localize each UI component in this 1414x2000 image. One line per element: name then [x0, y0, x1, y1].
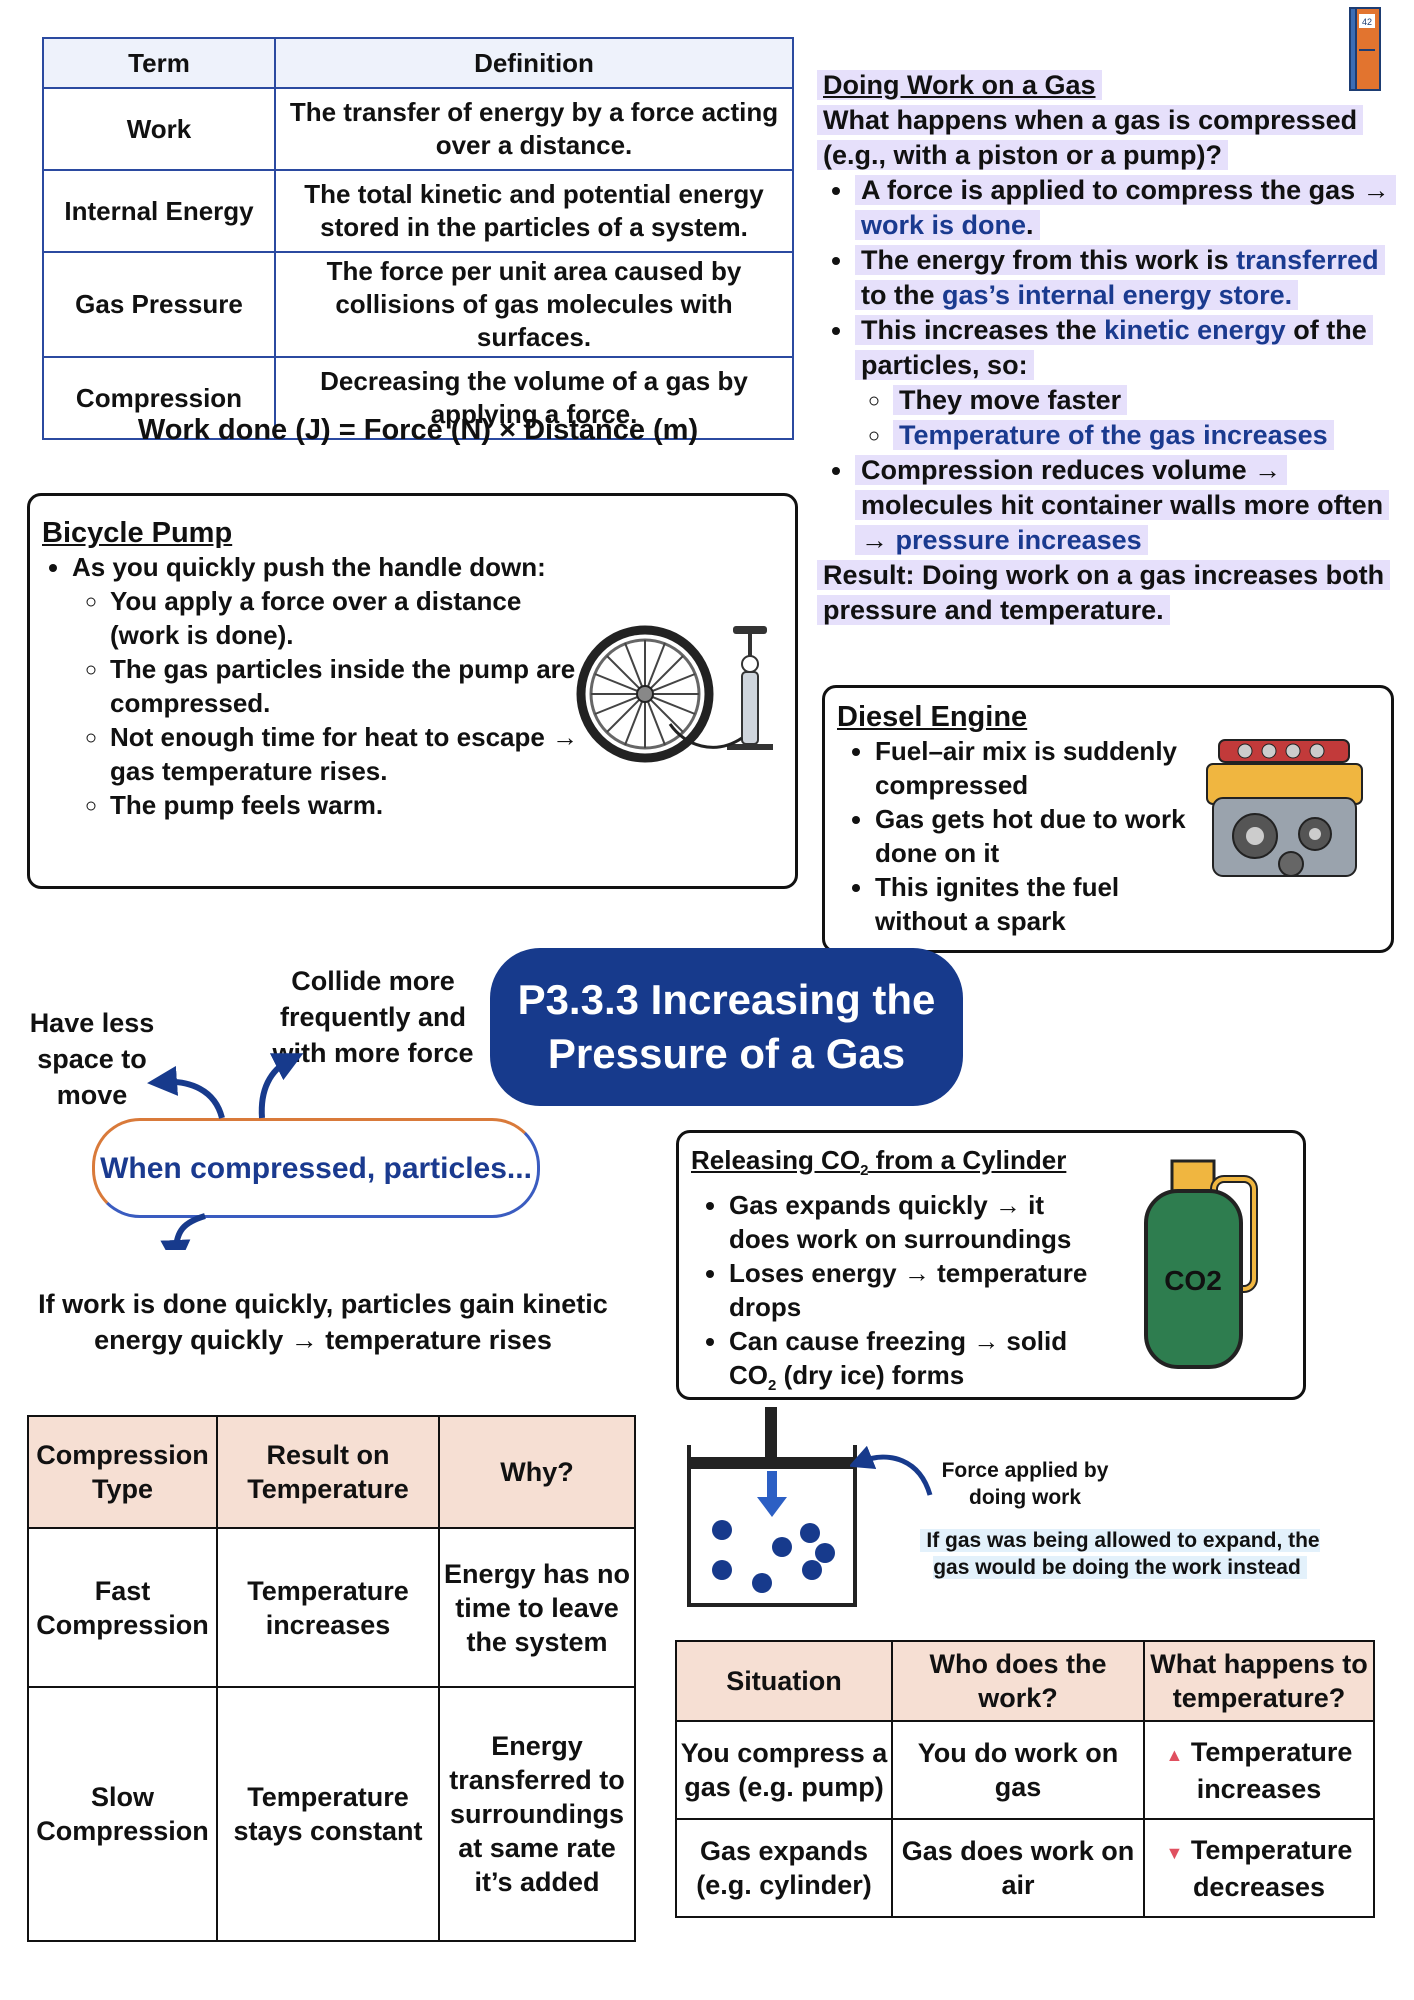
bullet-text: A force is applied to compress the gas → — [861, 175, 1390, 205]
doing-work-question: What happens when a gas is compressed (e… — [817, 105, 1364, 170]
compression-header: Compression Type — [27, 1415, 218, 1529]
book-icon: 42 — [1346, 6, 1386, 94]
table-cell: Gas does work on air — [891, 1818, 1145, 1918]
arrow-left-icon — [147, 1065, 225, 1119]
bullet-text: This increases the — [861, 315, 1097, 345]
definition-cell: The transfer of energy by a force acting… — [274, 87, 794, 171]
bicycle-pump-intro: As you quickly push the handle down: — [72, 552, 546, 582]
collide-note: Collide more frequently and with more fo… — [272, 966, 474, 1068]
table-cell: Temperature increases — [216, 1527, 440, 1688]
diesel-heading: Diesel Engine — [837, 701, 1028, 733]
work-formula: Work done (J) = Force (N) × Distance (m) — [137, 414, 699, 446]
table-cell: You compress a gas (e.g. pump) — [675, 1720, 893, 1820]
list-item: Loses energy → temperature drops — [729, 1256, 1101, 1324]
arrow-up-icon — [258, 1053, 304, 1119]
list-item: Can cause freezing → solid CO2 (dry ice)… — [729, 1324, 1101, 1403]
situation-header: Situation — [675, 1640, 893, 1722]
doing-work-section: Doing Work on a Gas What happens when a … — [817, 68, 1409, 628]
co2-heading: Releasing CO — [691, 1145, 861, 1175]
table-cell: Energy transferred to surroundings at sa… — [438, 1686, 636, 1942]
less-space-note: Have less space to move — [29, 1008, 155, 1110]
compression-header: Why? — [438, 1415, 636, 1529]
expand-note: If gas was being allowed to expand, the … — [905, 1527, 1335, 1581]
bullet-text: to the — [861, 280, 935, 310]
arrow-down-icon — [160, 1213, 206, 1250]
bullet-text: of the particles, so: — [861, 315, 1367, 380]
bullet-text: Compression reduces volume → molecules h… — [861, 455, 1384, 555]
compression-header: Result on Temperature — [216, 1415, 440, 1529]
table-cell: Temperature stays constant — [216, 1686, 440, 1942]
triangle-up-icon: ▲ — [1165, 1744, 1184, 1765]
book-number: 42 — [1362, 17, 1372, 27]
table-cell: Slow Compression — [27, 1686, 218, 1942]
force-arrow-icon — [850, 1445, 933, 1496]
table-row: Fast Compression Temperature increases E… — [27, 1527, 636, 1688]
table-cell: Energy has no time to leave the system — [438, 1527, 636, 1688]
list-item: Not enough time for heat to escape → gas… — [110, 720, 582, 788]
doing-work-heading: Doing Work on a Gas — [823, 70, 1096, 100]
situation-header: What happens to temperature? — [1143, 1640, 1375, 1722]
highlight-term: pressure increases — [895, 525, 1142, 555]
situation-table: Situation Who does the work? What happen… — [675, 1640, 1375, 1918]
term-cell: Internal Energy — [42, 169, 276, 253]
co2-cylinder-box: Releasing CO2 from a Cylinder Gas expand… — [676, 1130, 1306, 1400]
co2-heading-sub: 2 — [860, 1162, 869, 1180]
compression-table: Compression Type Result on Temperature W… — [27, 1415, 636, 1942]
term-cell: Work — [42, 87, 276, 171]
table-cell: ▼ Temperature decreases — [1143, 1818, 1375, 1918]
highlight-term: work is done — [861, 210, 1027, 240]
piston-diagram — [687, 1405, 857, 1607]
table-row: You compress a gas (e.g. pump) You do wo… — [675, 1720, 1375, 1820]
terms-table: Term Definition Work The transfer of ene… — [42, 37, 794, 440]
co2-cylinder-icon: CO2 — [1134, 1155, 1269, 1370]
table-row: Gas Pressure The force per unit area cau… — [42, 251, 794, 358]
quick-work-note: If work is done quickly, particles gain … — [38, 1289, 608, 1355]
definition-cell: Decreasing the volume of a gas by applyi… — [274, 356, 794, 440]
definition-cell: The force per unit area caused by collis… — [274, 251, 794, 358]
list-item: The gas particles inside the pump are co… — [110, 652, 582, 720]
table-row: Work The transfer of energy by a force a… — [42, 87, 794, 171]
concept-arrows — [147, 1053, 304, 1250]
highlight-term: transferred — [1236, 245, 1379, 275]
bullet-text: The energy from this work is — [861, 245, 1229, 275]
terms-header-term: Term — [42, 37, 276, 89]
engine-illustration — [1197, 738, 1372, 888]
situation-header: Who does the work? — [891, 1640, 1145, 1722]
list-item: They move faster — [893, 385, 1128, 415]
co2-heading-rest: from a Cylinder — [868, 1145, 1067, 1175]
table-row: Compression Decreasing the volume of a g… — [42, 356, 794, 440]
page-title: P3.3.3 Increasing the Pressure of a Gas — [490, 948, 963, 1106]
table-row: Gas expands (e.g. cylinder) Gas does wor… — [675, 1818, 1375, 1918]
table-row: Slow Compression Temperature stays const… — [27, 1686, 636, 1942]
table-cell: Fast Compression — [27, 1527, 218, 1688]
term-cell: Compression — [42, 356, 276, 440]
list-item: This ignites the fuel without a spark — [875, 870, 1217, 938]
list-item: Temperature of the gas increases — [893, 420, 1334, 450]
compressed-bubble: When compressed, particles... — [92, 1118, 540, 1218]
doing-work-result: Result: Doing work on a gas increases bo… — [817, 560, 1391, 625]
table-cell: Gas expands (e.g. cylinder) — [675, 1818, 893, 1918]
bicycle-pump-heading: Bicycle Pump — [42, 517, 233, 549]
highlight-term: kinetic energy — [1104, 315, 1286, 345]
triangle-down-icon: ▼ — [1165, 1842, 1184, 1863]
table-cell: You do work on gas — [891, 1720, 1145, 1820]
list-item: The pump feels warm. — [110, 788, 582, 822]
bicycle-pump-box: Bicycle Pump As you quickly push the han… — [27, 493, 798, 889]
diesel-engine-box: Diesel Engine Fuel–air mix is suddenly c… — [822, 685, 1394, 953]
bicycle-pump-illustration — [575, 616, 785, 766]
highlight-term: gas’s internal energy store. — [942, 280, 1293, 310]
force-applied-note: Force applied by doing work — [941, 1459, 1109, 1509]
list-item: Gas expands quickly → it does work on su… — [729, 1188, 1101, 1256]
list-item: Fuel–air mix is suddenly compressed — [875, 734, 1217, 802]
terms-header-definition: Definition — [274, 37, 794, 89]
list-item: Gas gets hot due to work done on it — [875, 802, 1217, 870]
definition-cell: The total kinetic and potential energy s… — [274, 169, 794, 253]
table-cell: ▲ Temperature increases — [1143, 1720, 1375, 1820]
list-item: You apply a force over a distance (work … — [110, 584, 582, 652]
table-row: Internal Energy The total kinetic and po… — [42, 169, 794, 253]
term-cell: Gas Pressure — [42, 251, 276, 358]
co2-label: CO2 — [1164, 1265, 1222, 1296]
